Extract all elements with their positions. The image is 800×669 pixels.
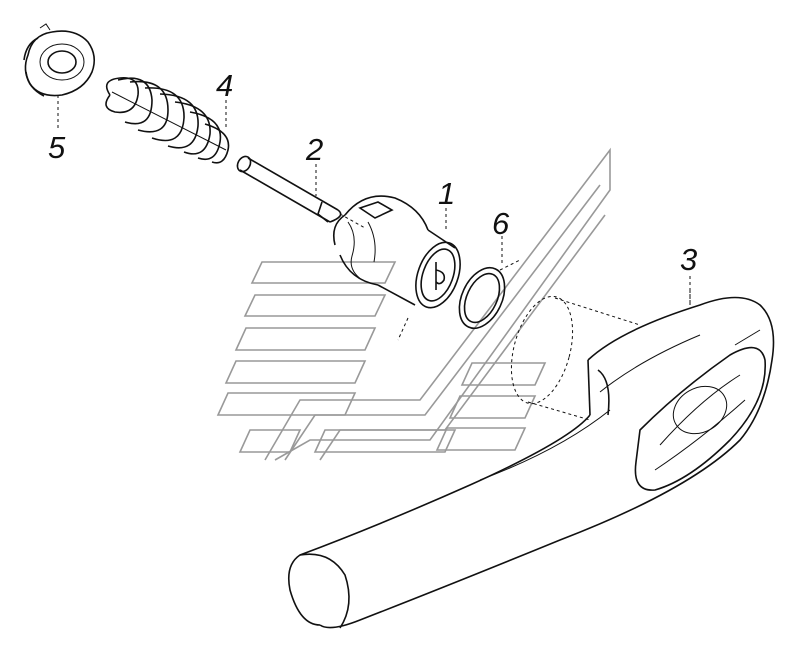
part-2-pin	[236, 155, 366, 229]
watermark-logo	[216, 147, 611, 461]
callout-2: 2	[305, 132, 323, 167]
part-3-handle	[287, 290, 775, 629]
callout-6: 6	[492, 206, 510, 241]
callout-3: 3	[680, 242, 697, 277]
callout-1: 1	[438, 176, 455, 211]
leader-lines	[57, 96, 691, 304]
part-5-washer	[23, 23, 96, 97]
callout-4: 4	[216, 68, 233, 103]
callout-5: 5	[48, 130, 66, 165]
part-4-spring	[105, 77, 230, 164]
part-6-ring	[458, 259, 521, 330]
part-1-lock-cylinder	[332, 195, 461, 341]
